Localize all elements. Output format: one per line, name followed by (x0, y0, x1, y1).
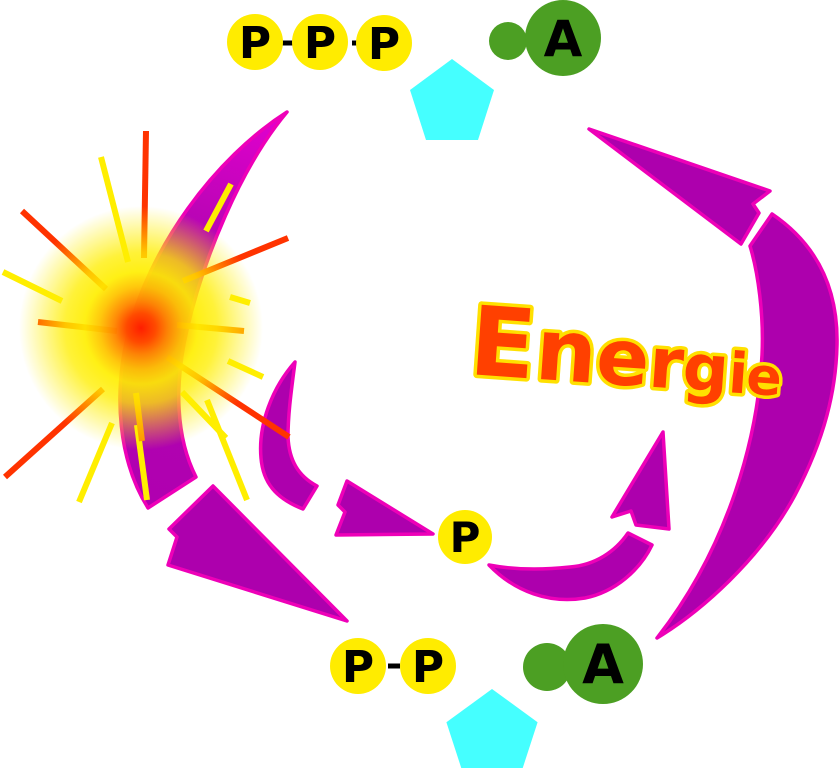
energy-letter: g (680, 331, 731, 408)
energy-letter: r (646, 322, 687, 406)
phosphate-label: P (412, 642, 444, 693)
adenine-circle (563, 624, 643, 704)
phosphate-release-arrowhead (334, 479, 435, 537)
phosphate-circle (400, 638, 456, 694)
energy-letter: n (532, 300, 600, 404)
adenine-label: A (544, 10, 583, 68)
atp-synthesis-arrowhead (587, 127, 772, 246)
adenine-circle (525, 0, 601, 76)
ribose-pentagon (446, 689, 538, 768)
atp-breakdown-arrowhead (166, 484, 349, 623)
energy-input-arrow-tail (487, 531, 654, 602)
phosphate-circle (356, 15, 412, 71)
phosphate-label: P (342, 642, 374, 693)
adenine-small-circle (489, 22, 527, 60)
energy-letter: e (593, 312, 652, 405)
energy-letter: E (466, 285, 539, 401)
energy-letter: e (744, 347, 783, 409)
free-phosphate: P (438, 510, 492, 564)
sun-glow (19, 206, 263, 450)
phosphate-circle (438, 510, 492, 564)
adenine-small-circle (523, 643, 571, 691)
phosphate-circle (227, 14, 283, 70)
energy-input-arrowhead (610, 430, 671, 531)
phosphate-circle (330, 638, 386, 694)
adenine-label: A (582, 633, 624, 696)
phosphate-label: P (239, 18, 271, 69)
phosphate-circle (292, 14, 348, 70)
phosphate-label: P (304, 18, 336, 69)
phosphate-label: P (450, 513, 481, 562)
sun-ray (203, 182, 234, 233)
atp-synthesis-arrow-tail (655, 212, 839, 640)
energy-label: E n e r g i e (463, 282, 787, 413)
atp-molecule: P P P A (227, 0, 601, 140)
adp-molecule: P P A (330, 624, 643, 768)
ribose-pentagon (410, 59, 494, 140)
phosphate-label: P (368, 19, 400, 70)
